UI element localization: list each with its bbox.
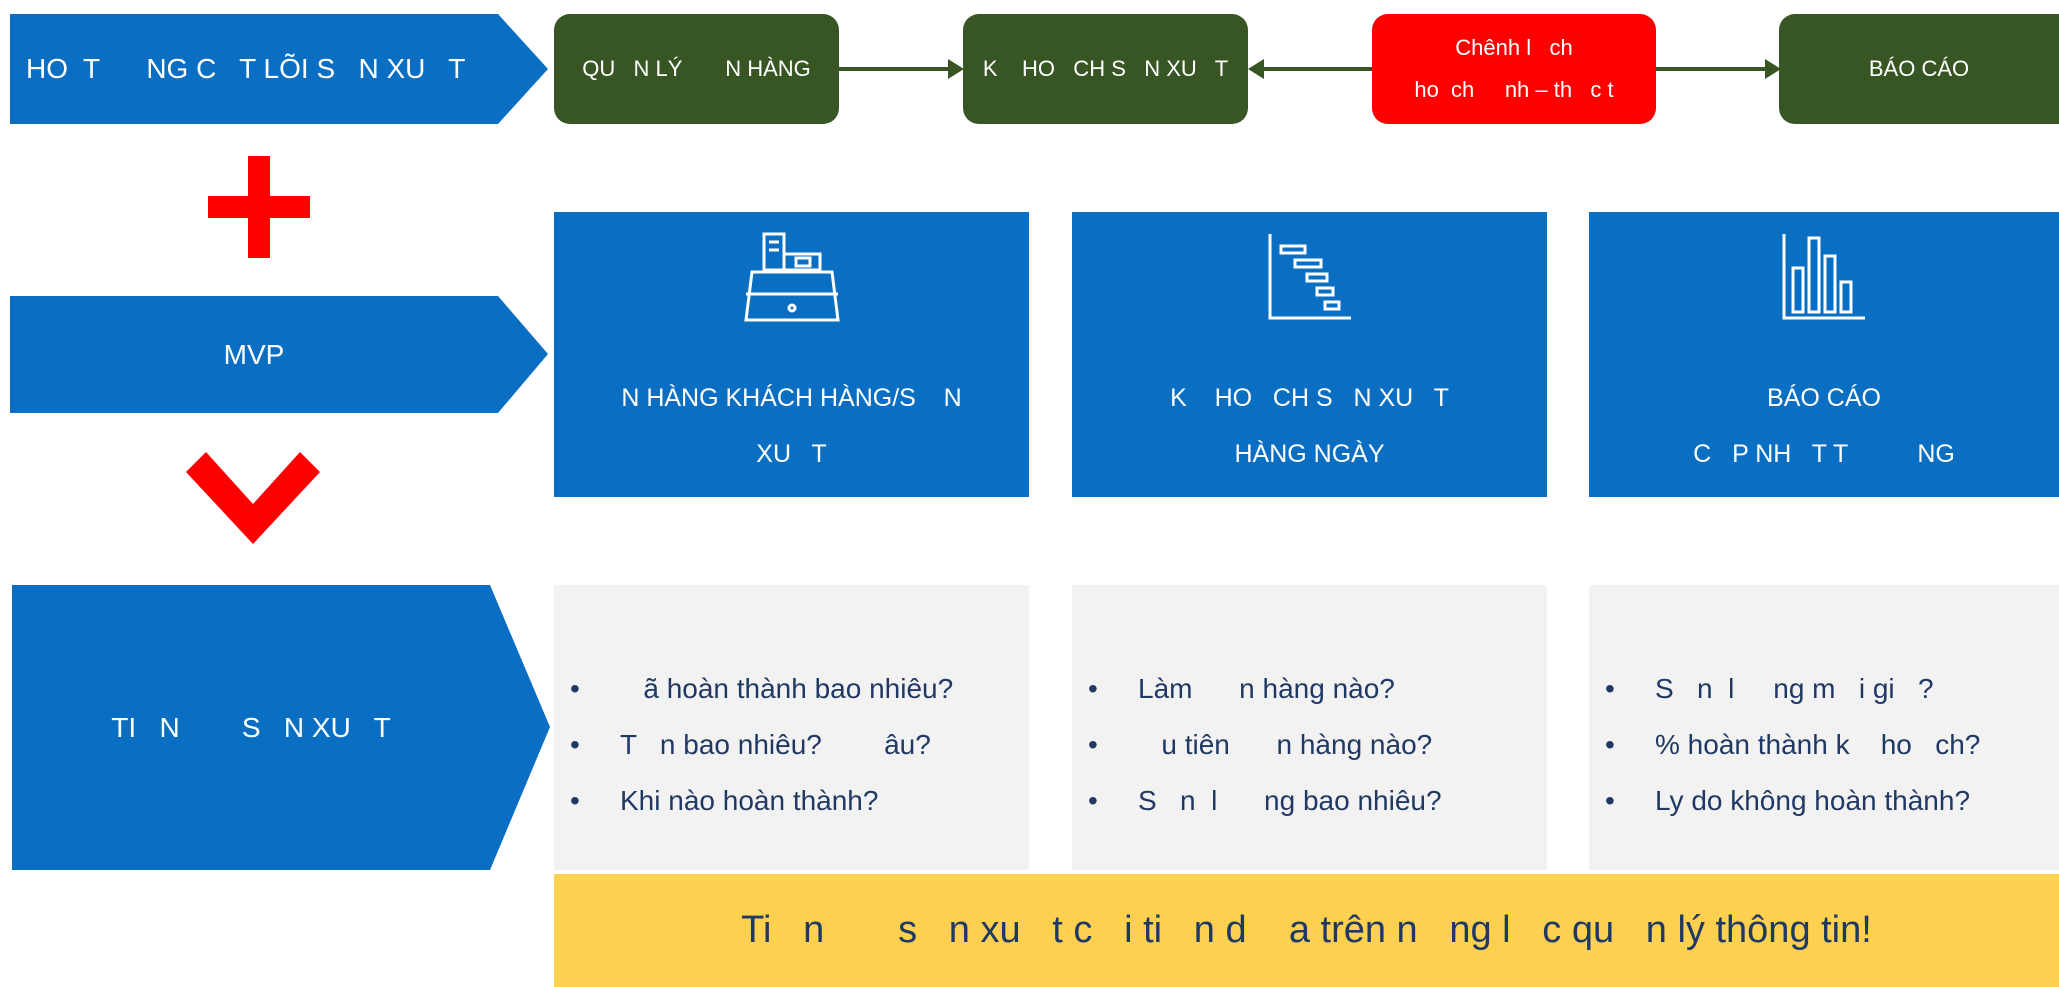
card-line2: C P NH T T NG <box>1693 440 1955 468</box>
card-line2: HÀNG NGÀY <box>1234 440 1385 468</box>
questions-report: S n l ng m i gi ? % hoàn thành k ho ch? … <box>1589 585 2059 870</box>
list-item: ã hoàn thành bao nhiêu? <box>570 661 953 717</box>
card-daily-production-plan: K HO CH S N XU T HÀNG NGÀY <box>1072 212 1547 497</box>
list-item: Ly do không hoàn thành? <box>1605 773 1980 829</box>
arrow-head-left <box>1248 59 1264 79</box>
question-list: Làm n hàng nào? u tiên n hàng nào? S n l… <box>1088 661 1442 829</box>
production-progress-label: TI N S N XU T <box>111 711 391 743</box>
questions-production-plan: Làm n hàng nào? u tiên n hàng nào? S n l… <box>1072 585 1547 870</box>
question-list: S n l ng m i gi ? % hoàn thành k ho ch? … <box>1605 661 1980 829</box>
connector-arrow <box>839 67 949 71</box>
list-item: S n l ng m i gi ? <box>1605 661 1980 717</box>
chevron-down-icon <box>186 452 320 544</box>
card-line2: XU T <box>756 440 827 468</box>
step-production-plan: K HO CH S N XU T <box>963 14 1248 124</box>
step-label-line1: Chênh l ch <box>1455 35 1573 60</box>
card-line1: K HO CH S N XU T <box>1170 384 1449 412</box>
list-item: Làm n hàng nào? <box>1088 661 1442 717</box>
conclusion-text: Ti n s n xu t c i ti n d a trên n ng l c… <box>741 909 1872 951</box>
list-item: u tiên n hàng nào? <box>1088 717 1442 773</box>
connector-arrow <box>1656 67 1766 71</box>
question-list: ã hoàn thành bao nhiêu? T n bao nhiêu? â… <box>570 661 953 829</box>
mvp-label: MVP <box>223 338 285 370</box>
bar-chart-icon <box>1782 234 1865 320</box>
arrow-head-right <box>1765 59 1781 79</box>
connector-arrow <box>1262 67 1372 71</box>
list-item: % hoàn thành k ho ch? <box>1605 717 1980 773</box>
list-item: T n bao nhiêu? âu? <box>570 717 953 773</box>
step-label: QU N LÝ N HÀNG <box>582 56 811 81</box>
core-activity-label: HO T NG C T LÕI S N XU T <box>26 53 466 84</box>
card-line1: N HÀNG KHÁCH HÀNG/S N <box>621 384 962 412</box>
step-plan-actual-variance: Chênh l ch ho ch nh – th c t <box>1372 14 1656 124</box>
card-realtime-report: BÁO CÁO C P NH T T NG <box>1589 212 2059 497</box>
step-label: BÁO CÁO <box>1868 56 1970 81</box>
arrow-head-right <box>948 59 964 79</box>
conclusion-banner: Ti n s n xu t c i ti n d a trên n ng l c… <box>554 874 2059 987</box>
production-progress-chevron: TI N S N XU T <box>12 585 550 870</box>
card-line1: BÁO CÁO <box>1767 384 1881 412</box>
step-order-management: QU N LÝ N HÀNG <box>554 14 839 124</box>
core-activity-chevron: HO T NG C T LÕI S N XU T <box>10 14 548 124</box>
card-order-management: N HÀNG KHÁCH HÀNG/S N XU T <box>554 212 1029 497</box>
questions-order-management: ã hoàn thành bao nhiêu? T n bao nhiêu? â… <box>554 585 1029 870</box>
gantt-chart-icon <box>1268 234 1351 320</box>
list-item: S n l ng bao nhiêu? <box>1088 773 1442 829</box>
step-report: BÁO CÁO <box>1779 14 2059 124</box>
plus-icon <box>208 156 310 258</box>
step-label-line2: ho ch nh – th c t <box>1414 77 1614 102</box>
list-item: Khi nào hoàn thành? <box>570 773 953 829</box>
mvp-chevron: MVP <box>10 296 548 413</box>
step-label: K HO CH S N XU T <box>982 56 1229 81</box>
cash-register-icon <box>743 232 840 322</box>
